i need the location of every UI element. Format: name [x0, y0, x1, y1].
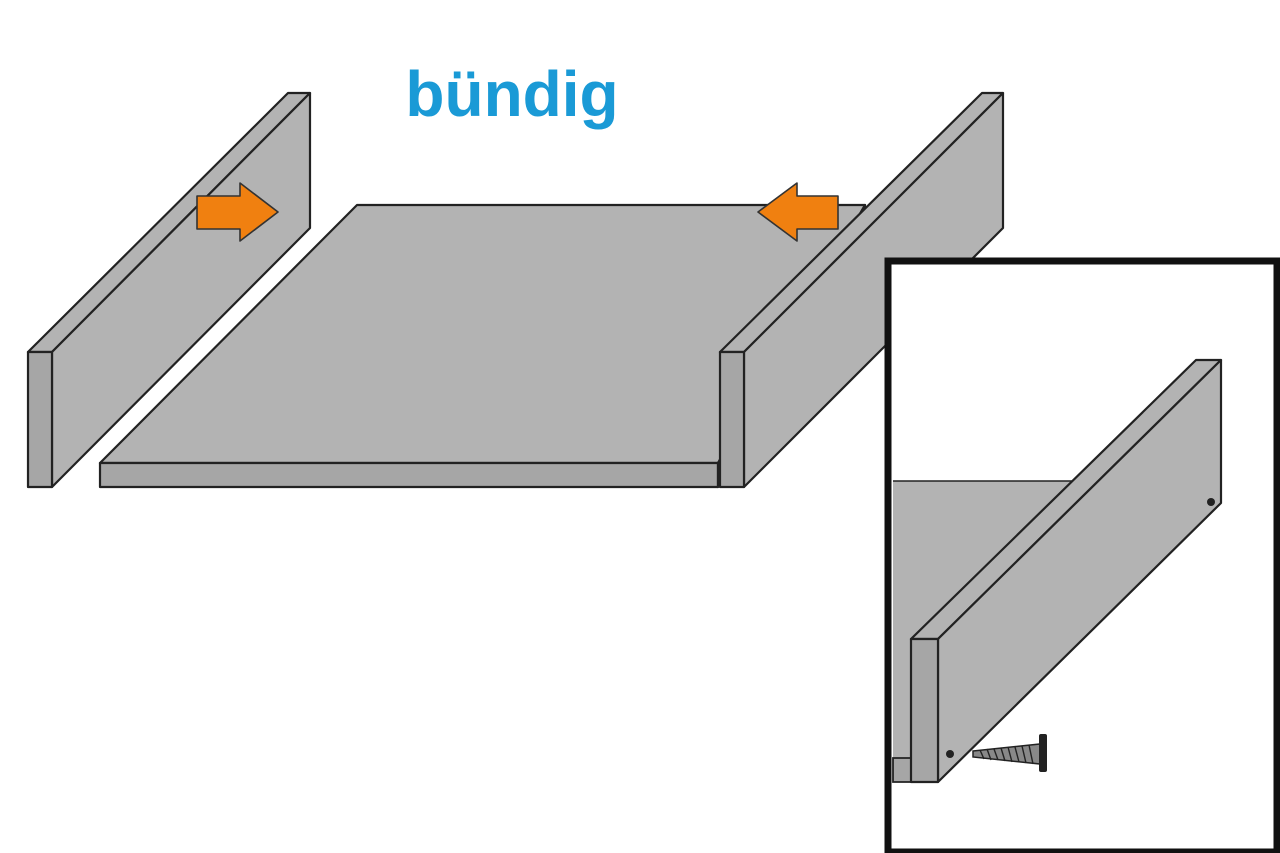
detail-inset — [884, 257, 1280, 853]
screw-hole — [946, 750, 954, 758]
screw-icon — [972, 734, 1047, 772]
screw-hole — [1207, 498, 1215, 506]
inset-bottom-edge — [892, 757, 913, 783]
inset-side-panel — [909, 358, 1223, 784]
arrow-right-icon — [196, 182, 279, 242]
title-label: bündig — [405, 58, 618, 130]
right-side-panel — [718, 91, 1005, 489]
arrow-left-icon — [757, 182, 839, 242]
